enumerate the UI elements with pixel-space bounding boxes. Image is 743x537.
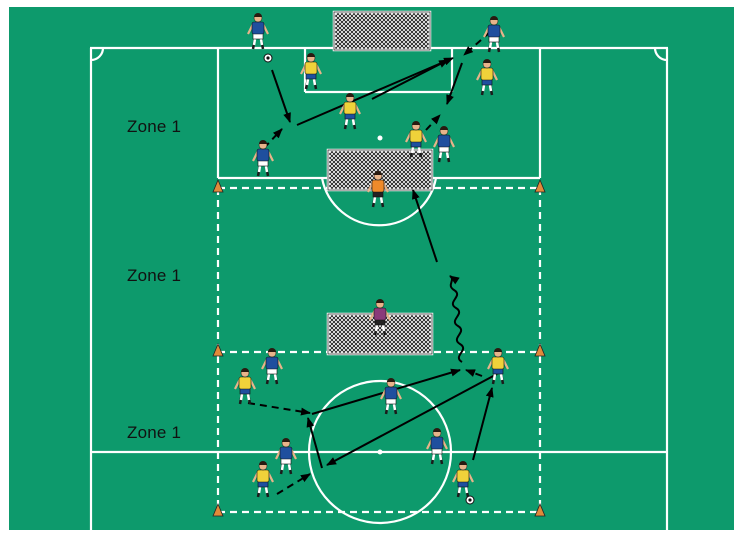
- goalkeeper-icon: [367, 171, 389, 208]
- cone-icon: [534, 178, 546, 193]
- player-blue-icon: [380, 378, 402, 415]
- cone-icon: [534, 502, 546, 517]
- player-yellow-icon: [476, 59, 498, 96]
- player-yellow-icon: [252, 461, 274, 498]
- ball-icon: [465, 495, 475, 505]
- player-yellow-icon: [300, 53, 322, 90]
- top-goal: [332, 10, 432, 52]
- cones: [212, 178, 546, 517]
- player-blue-icon: [483, 16, 505, 53]
- pitch-surface: [9, 7, 734, 530]
- player-yellow-icon: [405, 121, 427, 158]
- cone-icon: [212, 178, 224, 193]
- player-yellow-icon: [487, 348, 509, 385]
- player-blue-icon: [252, 140, 274, 177]
- zone-label-middle: Zone 1: [127, 266, 182, 285]
- center-spot: [377, 449, 383, 455]
- player-yellow-icon: [339, 93, 361, 130]
- player-blue-icon: [433, 126, 455, 163]
- dribble-arrow: [449, 275, 465, 363]
- cone-icon: [212, 502, 224, 517]
- player-blue-icon: [426, 428, 448, 465]
- cone-icon: [212, 342, 224, 357]
- zone-label-bottom: Zone 1: [127, 423, 182, 442]
- goalkeeper-icon: [369, 299, 391, 336]
- player-blue-icon: [275, 438, 297, 475]
- zone-label-top: Zone 1: [127, 117, 182, 136]
- player-blue-icon: [247, 13, 269, 50]
- player-blue-icon: [261, 348, 283, 385]
- player-yellow-icon: [234, 368, 256, 405]
- penalty-spot: [377, 135, 383, 141]
- field-lines: [89, 46, 669, 530]
- player-yellow-icon: [452, 461, 474, 498]
- ball-icon: [263, 53, 273, 63]
- cone-icon: [534, 342, 546, 357]
